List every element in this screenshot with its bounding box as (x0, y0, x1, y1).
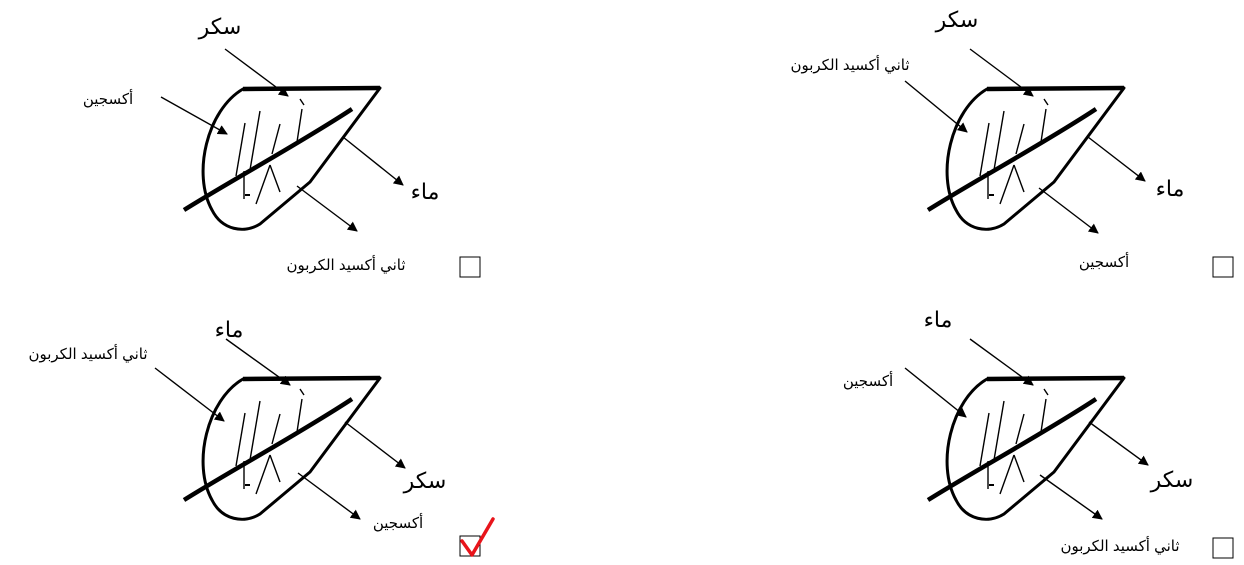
label-top: ماء (924, 307, 953, 332)
arrow-icon (1087, 136, 1146, 182)
label-right: ماء (411, 179, 440, 204)
label-left: أكسجين (83, 89, 133, 108)
arrow-icon (1088, 421, 1149, 466)
label-bottom: ثاني أكسيد الكربون (286, 255, 405, 275)
label-left: ثاني أكسيد الكربون (28, 344, 147, 364)
checkbox-icon[interactable] (459, 256, 481, 278)
label-top: سكر (198, 14, 242, 39)
label-top: سكر (935, 7, 979, 32)
arrow-icon (969, 338, 1034, 386)
label-right: ماء (1156, 176, 1185, 201)
leaf-icon (184, 88, 380, 229)
leaf-icon (928, 378, 1124, 519)
checkbox-icon[interactable] (1212, 537, 1234, 559)
arrow-icon (224, 48, 289, 97)
label-right: سكر (1150, 467, 1194, 492)
leaf-icon (928, 88, 1124, 229)
arrow-icon (296, 185, 358, 232)
option-bottom-right: ماء أكسجين سكر ثاني أكسيد الكربون (843, 307, 1234, 559)
arrow-icon (154, 367, 225, 422)
arrow-icon (342, 136, 404, 186)
label-top: ماء (215, 317, 244, 342)
label-left: ثاني أكسيد الكربون (790, 55, 909, 75)
arrow-icon (160, 96, 228, 135)
arrow-icon (225, 338, 291, 386)
label-left: أكسجين (843, 371, 893, 390)
arrow-icon (344, 421, 406, 469)
option-top-left: سكر أكسجين ماء ثاني أكسيد الكربون (83, 14, 481, 278)
label-bottom: أكسجين (1079, 252, 1129, 271)
label-bottom: ثاني أكسيد الكربون (1060, 536, 1179, 556)
checkbox-icon[interactable] (1212, 256, 1234, 278)
option-top-right: سكر ثاني أكسيد الكربون ماء أكسجين (790, 7, 1234, 278)
arrow-icon (1039, 474, 1103, 520)
option-bottom-left: ماء ثاني أكسيد الكربون سكر أكسجين (28, 317, 495, 557)
leaf-icon (184, 378, 380, 519)
arrow-icon (1038, 187, 1099, 234)
check-mark-icon (460, 517, 495, 557)
arrow-icon (297, 472, 361, 520)
arrow-icon (904, 80, 968, 133)
arrow-icon (969, 48, 1034, 97)
label-right: سكر (403, 468, 447, 493)
arrow-icon (904, 367, 967, 418)
label-bottom: أكسجين (373, 513, 423, 532)
